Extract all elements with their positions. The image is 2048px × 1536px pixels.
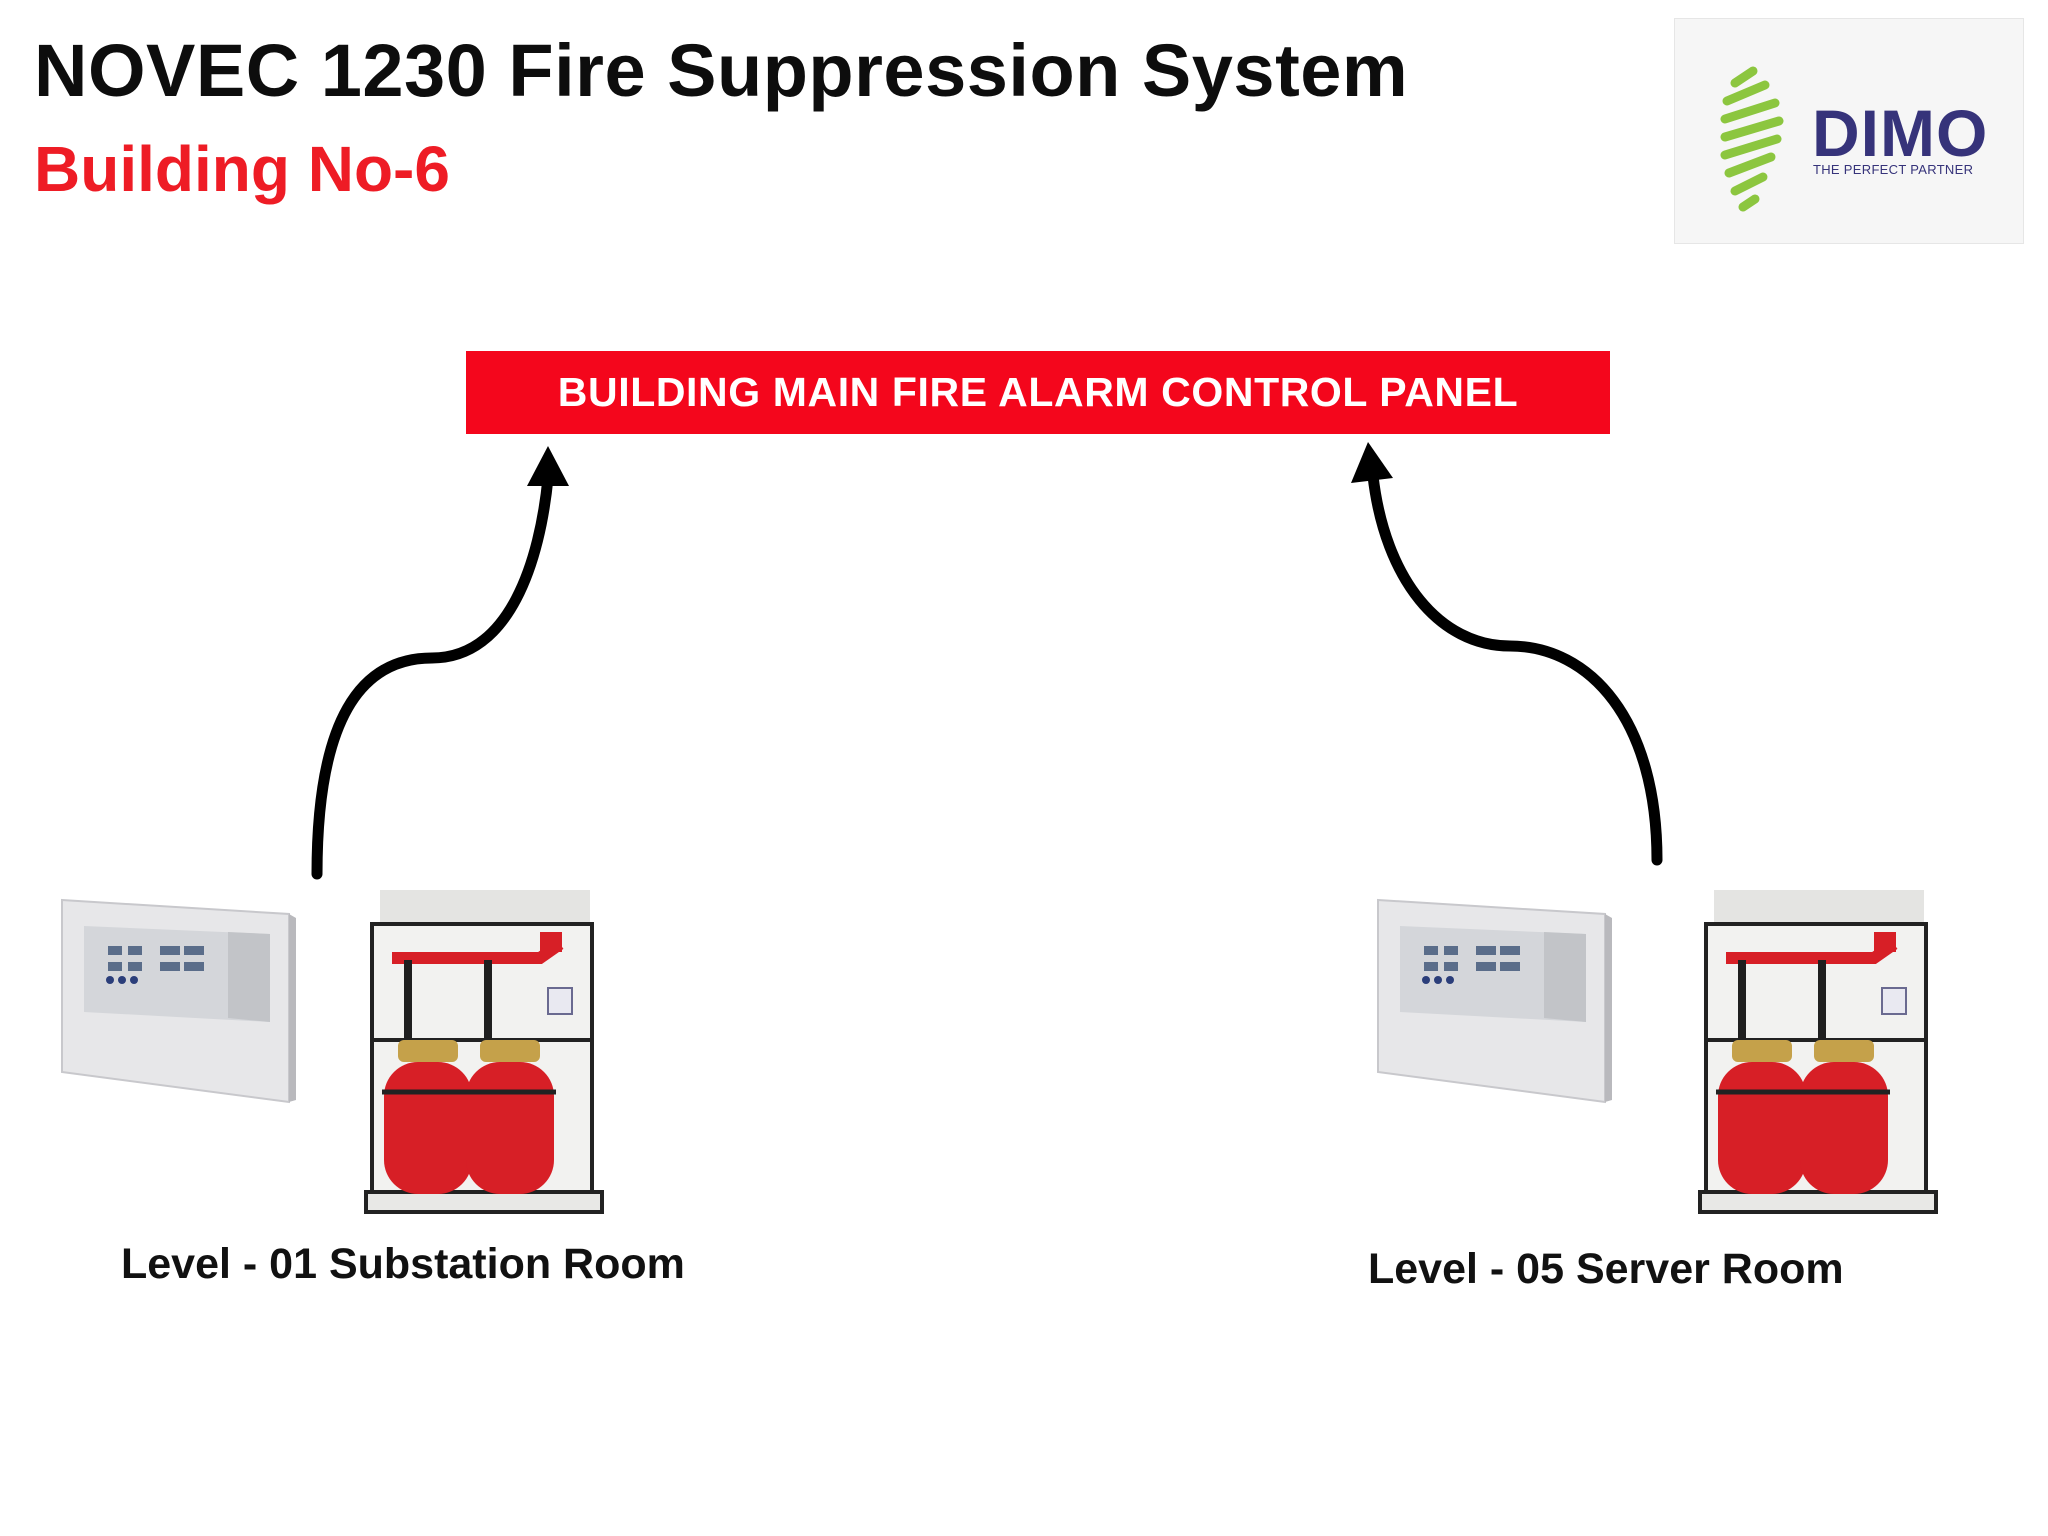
novec-cylinder-right-b [1798, 1040, 1890, 1194]
room-label-level-05: Level - 05 Server Room [1368, 1245, 1844, 1293]
fire-alarm-panel-unit-left [61, 898, 296, 1104]
novec-cylinder-left-a [382, 1040, 474, 1194]
dimo-logo: DIMO THE PERFECT PARTNER [1674, 18, 2024, 244]
novec-cylinder-rack-right [1698, 890, 1938, 1214]
page-title: NOVEC 1230 Fire Suppression System [34, 29, 1409, 112]
flame-chevrons-icon [1720, 66, 1784, 212]
left-signal-arrow [311, 472, 554, 880]
page-subtitle: Building No-6 [34, 133, 450, 205]
fire-alarm-panel-unit-right [1377, 898, 1612, 1104]
logo-brand: DIMO [1812, 96, 1989, 170]
novec-cylinder-left-b [464, 1040, 556, 1194]
novec-cylinder-right-a [1716, 1040, 1808, 1194]
logo-tagline: THE PERFECT PARTNER [1813, 162, 1974, 177]
right-arrowhead [1351, 442, 1393, 483]
novec-cylinder-rack-left [364, 890, 604, 1214]
right-signal-arrow [1367, 470, 1663, 866]
main-fire-alarm-panel: BUILDING MAIN FIRE ALARM CONTROL PANEL [466, 351, 1610, 434]
left-arrowhead [527, 446, 569, 486]
room-label-level-01: Level - 01 Substation Room [121, 1240, 685, 1288]
